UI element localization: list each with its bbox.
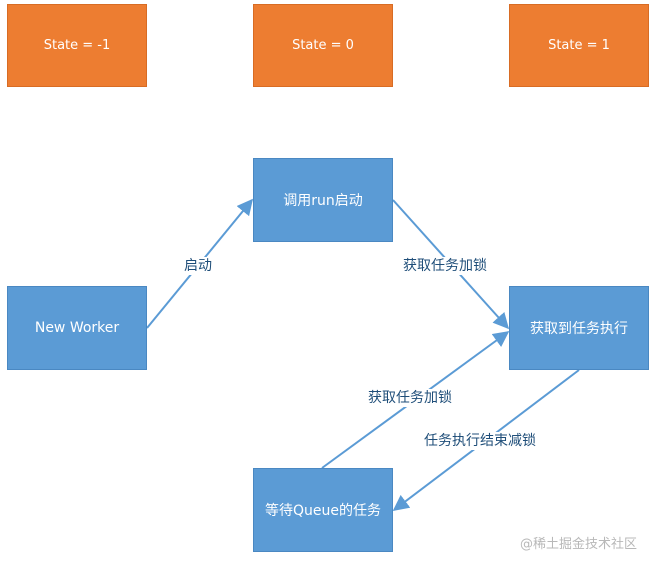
state-label: State = 1 <box>548 38 610 53</box>
node-run-start: 调用run启动 <box>253 158 393 242</box>
node-new-worker: New Worker <box>7 286 147 370</box>
node-get-task-execute: 获取到任务执行 <box>509 286 649 370</box>
node-wait-queue: 等待Queue的任务 <box>253 468 393 552</box>
watermark-text: @稀土掘金技术社区 <box>520 537 638 552</box>
state-box-one: State = 1 <box>509 4 649 87</box>
node-label: 调用run启动 <box>283 193 363 209</box>
state-box-minus-one: State = -1 <box>7 4 147 87</box>
state-box-zero: State = 0 <box>253 4 393 87</box>
node-label: New Worker <box>34 320 120 336</box>
state-label: State = 0 <box>292 38 354 53</box>
edge-label-start: 启动 <box>184 257 212 275</box>
state-label: State = -1 <box>43 38 111 53</box>
edge-label-release-lock: 任务执行结束减锁 <box>424 432 536 450</box>
edge-label-acquire-lock-bottom: 获取任务加锁 <box>368 389 452 407</box>
node-label: 等待Queue的任务 <box>265 503 381 519</box>
node-label: 获取到任务执行 <box>530 321 628 337</box>
edge-label-acquire-lock-top: 获取任务加锁 <box>403 257 487 275</box>
